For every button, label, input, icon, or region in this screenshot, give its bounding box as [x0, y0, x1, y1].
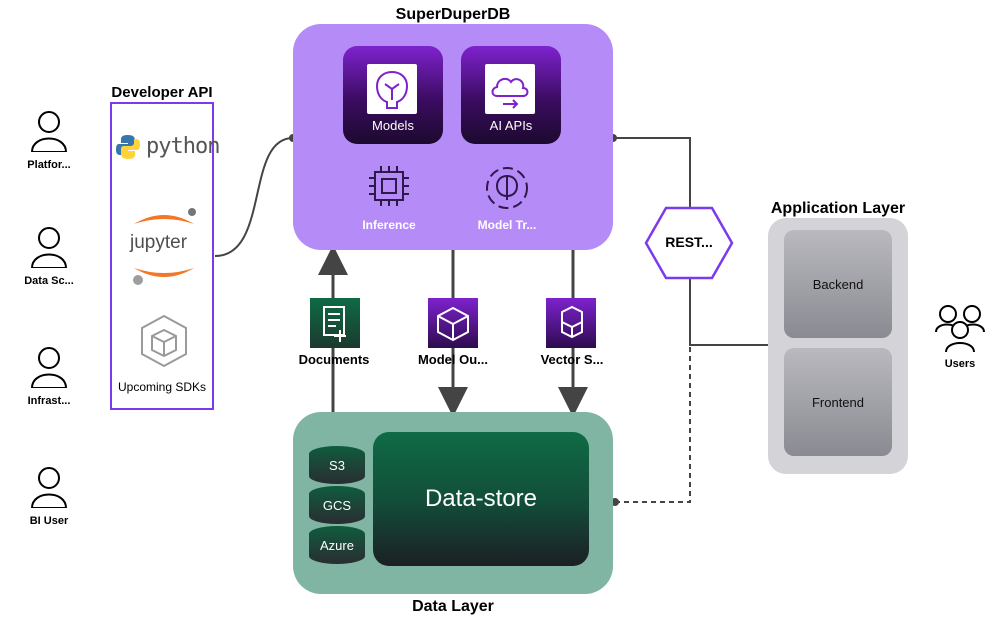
backend-card: Backend: [784, 230, 892, 338]
devapi-connector: [214, 137, 294, 257]
persona-label: Data Sc...: [24, 275, 74, 287]
users-icon: [935, 305, 985, 353]
model-outputs-label: Model Ou...: [417, 352, 489, 367]
gcs-label: GCS: [322, 497, 352, 513]
cube-icon: [141, 314, 187, 368]
datastore-box: Data-store: [373, 432, 589, 566]
frontend-card: Frontend: [784, 348, 892, 456]
rest-hexagon: [644, 206, 734, 280]
person-icon: [30, 111, 68, 153]
persona-data-scientist: Data Sc...: [14, 226, 84, 287]
python-logo: python: [116, 132, 220, 166]
cloud-icon: [485, 64, 535, 114]
data-layer-box: S3 GCS Azure Data-store: [293, 412, 613, 594]
application-layer-title: Application Layer: [770, 200, 906, 217]
azure-storage: Azure: [309, 526, 365, 564]
python-label: python: [146, 134, 220, 159]
users-label: Users: [944, 358, 976, 370]
frontend-label: Frontend: [811, 394, 865, 410]
developer-api-title: Developer API: [111, 84, 213, 101]
models-label: Models: [372, 118, 414, 133]
documents-label: Documents: [298, 352, 370, 367]
persona-platform: Platfor...: [14, 110, 84, 171]
data-layer-title: Data Layer: [412, 598, 494, 615]
superduperdb-title: SuperDuperDB: [395, 6, 511, 23]
vector-search-label: Vector S...: [540, 352, 604, 367]
documents-icon: [310, 298, 360, 348]
inference-label: Inference: [362, 218, 416, 232]
persona-label: Infrast...: [27, 395, 71, 407]
models-card: Models: [343, 46, 443, 144]
azure-label: Azure: [320, 537, 354, 553]
gcs-storage: GCS: [309, 486, 365, 524]
ai-apis-label: AI APIs: [489, 118, 533, 133]
person-icon: [30, 467, 68, 509]
jupyter-icon: [133, 208, 196, 285]
chip-icon: [369, 166, 409, 206]
vector-search-icon: [546, 298, 596, 348]
jupyter-label: jupyter: [130, 232, 188, 253]
model-outputs-icon: [428, 298, 478, 348]
persona-infrastructure: Infrast...: [14, 346, 84, 407]
persona-label: Platfor...: [27, 159, 71, 171]
brain-icon: [367, 64, 417, 114]
superduperdb-box: Models AI APIs Inference Model Tr...: [293, 24, 613, 250]
application-layer-box: Backend Frontend: [768, 218, 908, 474]
persona-label: BI User: [29, 515, 69, 527]
persona-bi-user: BI User: [14, 466, 84, 527]
ai-apis-card: AI APIs: [461, 46, 561, 144]
datastore-label: Data-store: [424, 485, 538, 512]
jupyter-logo: jupyter: [126, 206, 202, 290]
backend-label: Backend: [812, 276, 864, 292]
person-icon: [30, 347, 68, 389]
datastore-app-connector: [615, 345, 691, 503]
upcoming-sdks-label: Upcoming SDKs: [117, 380, 207, 394]
s3-label: S3: [329, 457, 345, 473]
rest-label: REST...: [665, 234, 713, 250]
s3-storage: S3: [309, 446, 365, 484]
model-training-icon: [486, 167, 528, 209]
model-training-label: Model Tr...: [477, 218, 537, 232]
python-icon: [116, 135, 140, 159]
person-icon: [30, 227, 68, 269]
developer-api-box: python jupyter Upcoming SDKs: [110, 102, 220, 410]
